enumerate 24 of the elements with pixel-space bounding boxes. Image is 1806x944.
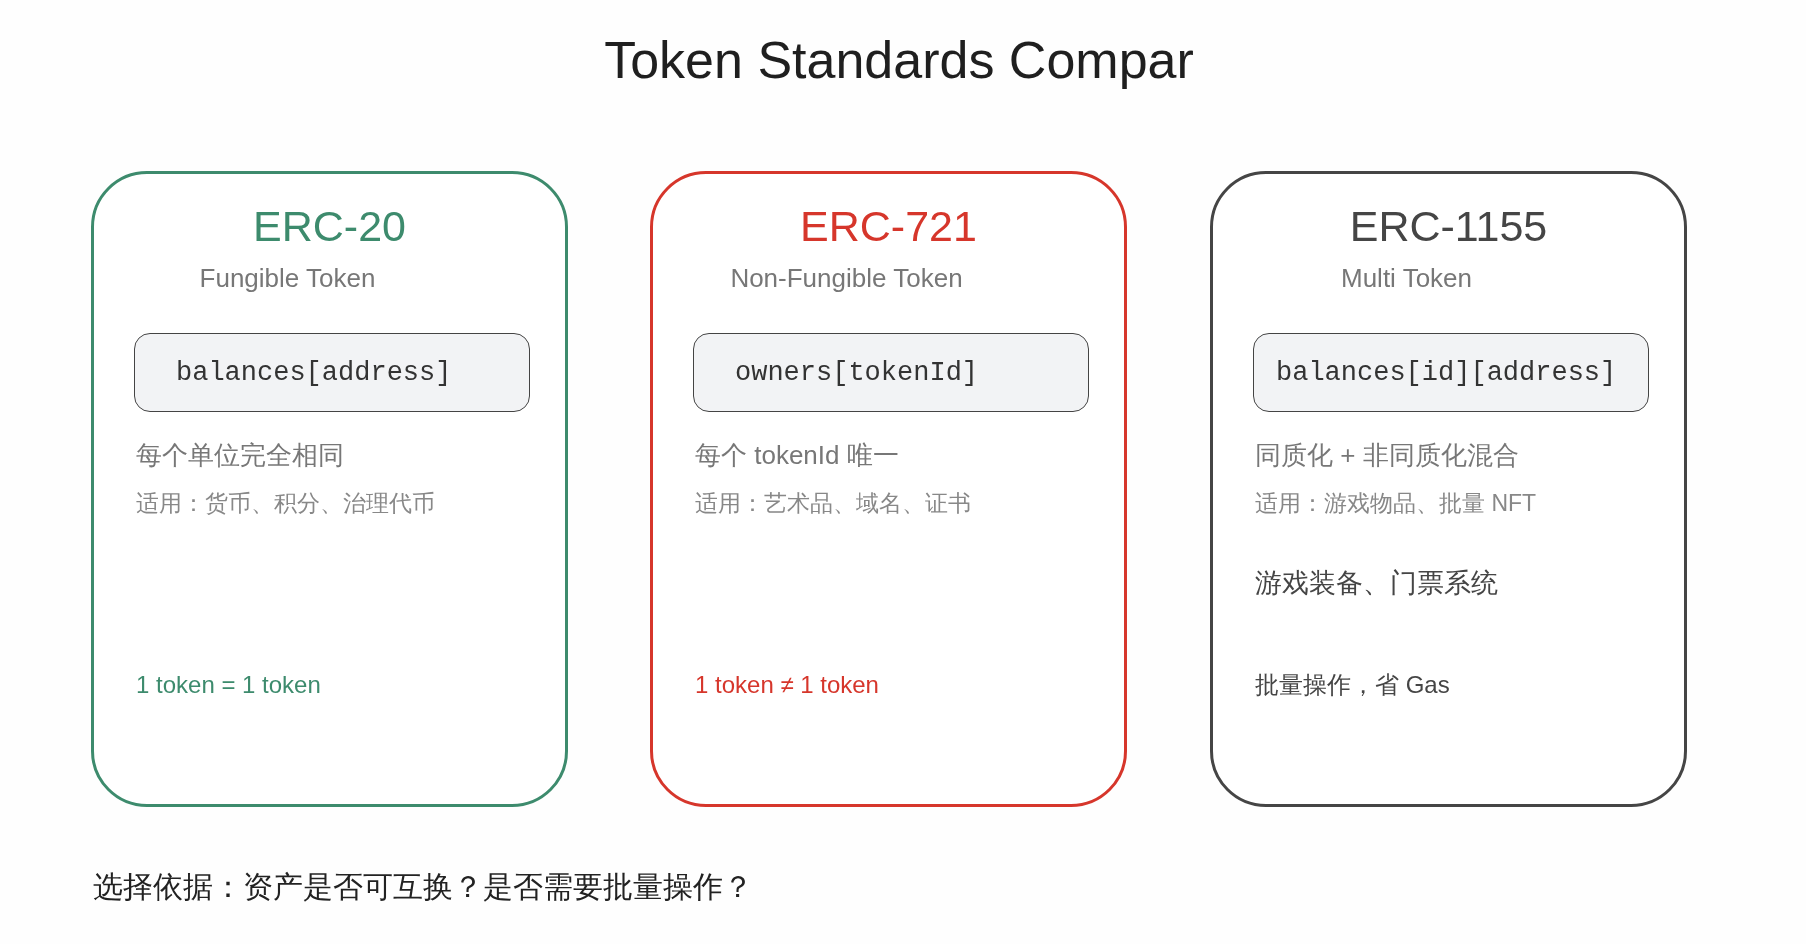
standard-name: ERC-1155 [1349,202,1548,250]
standard-subtitle: Non-Fungible Token [730,263,963,293]
standard-card [650,171,1127,807]
code-block: owners[tokenId] [693,333,1089,412]
property-description: 每个 tokenId 唯一 [695,440,899,472]
code-block: balances[id][address] [1253,333,1649,412]
standard-subtitle: Multi Token [1341,263,1472,293]
use-case-note: 适用：艺术品、域名、证书 [695,490,971,518]
standard-name: ERC-20 [253,202,406,250]
use-case-note: 适用：货币、积分、治理代币 [136,490,435,518]
standard-subtitle: Fungible Token [199,263,376,293]
standard-card [91,171,568,807]
equality-note: 1 token = 1 token [136,671,321,700]
diagram-title: Token Standards Compar [604,31,1194,89]
property-description: 同质化 + 非同质化混合 [1255,440,1519,472]
standard-name: ERC-721 [800,202,977,250]
footnote: 选择依据：资产是否可互换？是否需要批量操作？ [93,869,753,905]
property-description: 每个单位完全相同 [136,440,344,472]
equality-note: 批量操作，省 Gas [1255,671,1450,700]
equality-note: 1 token ≠ 1 token [695,671,879,700]
use-case-note: 适用：游戏物品、批量 NFT [1255,490,1537,518]
example-text: 游戏装备、门票系统 [1255,569,1498,602]
code-block: balances[address] [134,333,530,412]
standard-card [1210,171,1687,807]
